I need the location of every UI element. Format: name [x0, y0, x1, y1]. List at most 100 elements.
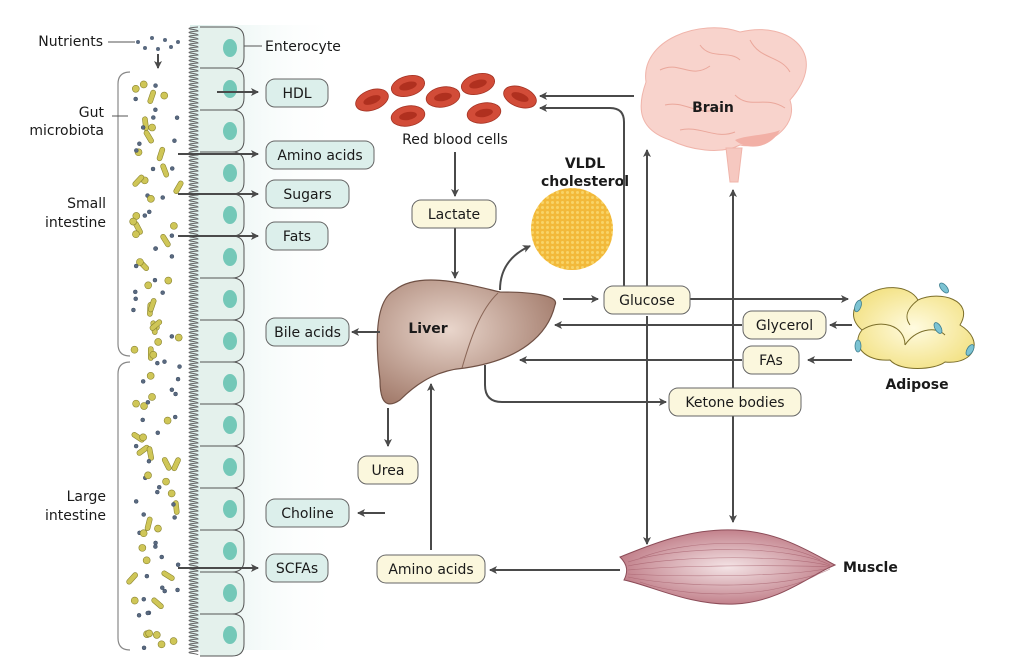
microbe-rod	[147, 89, 156, 104]
choline-box: Choline	[265, 498, 350, 528]
large-intestine-label-line1: Large	[67, 489, 106, 505]
microbe-coccus	[144, 471, 152, 480]
enterocyte-cell	[200, 109, 245, 153]
enterocyte-cell	[200, 445, 245, 489]
nucleus	[223, 290, 237, 308]
microbe-rod	[151, 597, 164, 610]
sugars-box: Sugars	[265, 179, 350, 209]
microbe-dot	[160, 290, 165, 295]
lactate-box-label: Lactate	[428, 207, 480, 223]
nutrients-label: Nutrients	[38, 34, 103, 50]
microbe-dot	[146, 458, 152, 464]
nucleus	[223, 542, 237, 560]
microbe-rod	[147, 298, 157, 313]
microbe-dot	[169, 387, 175, 393]
sugars-box-label: Sugars	[283, 187, 331, 203]
microbe-dot	[175, 562, 181, 567]
microbe-dot	[140, 125, 146, 130]
nucleus	[223, 332, 237, 350]
enterocyte-cell	[200, 361, 245, 405]
microbe-dot	[152, 277, 158, 283]
gut-label-line1: Gut	[79, 105, 105, 121]
enterocyte-cell	[200, 235, 245, 279]
ketone-bodies-box-label: Ketone bodies	[685, 395, 784, 411]
microbe-coccus	[139, 529, 148, 538]
urea-box-label: Urea	[372, 463, 405, 479]
small-intestine-label-line1: Small	[67, 196, 106, 212]
microbe-coccus	[164, 276, 173, 285]
microbe-dot	[133, 499, 139, 504]
fas-box: FAs	[742, 345, 800, 375]
enterocyte-cell	[200, 403, 245, 447]
microbe-coccus	[130, 345, 139, 354]
brain: Brain	[640, 27, 807, 183]
microbe-dot	[133, 443, 139, 449]
microbe-dot	[141, 512, 146, 517]
microbe-dot	[133, 96, 138, 102]
hdl-box: HDL	[265, 78, 329, 108]
gut-amino-acids-box: Amino acids	[265, 140, 375, 170]
adipose-label: Adipose	[885, 377, 948, 393]
microbe-dot	[169, 334, 175, 339]
nucleus	[223, 206, 237, 224]
gut-microbiota	[126, 80, 184, 651]
microbe-dot	[136, 613, 142, 618]
microbe-coccus	[138, 544, 147, 552]
microbe-dot	[145, 400, 151, 405]
microbe-dot	[153, 246, 158, 251]
microbe-dot	[140, 379, 146, 384]
microbe-coccus	[139, 433, 147, 442]
liver-label: Liver	[408, 321, 447, 337]
enterocyte-cell	[200, 487, 245, 531]
nucleus	[223, 80, 237, 98]
microbe-dot	[133, 296, 138, 302]
nucleus	[223, 500, 237, 518]
microbe-coccus	[152, 631, 161, 639]
microbe-coccus	[149, 351, 158, 359]
red-blood-cell	[466, 102, 502, 124]
red-blood-cell	[460, 72, 496, 96]
enterocyte-cell	[200, 571, 245, 615]
microbe-dot	[147, 209, 152, 215]
microbe-dot	[133, 289, 138, 295]
microbe-dot	[155, 489, 160, 495]
fas-box-label: FAs	[759, 353, 783, 369]
microbe-coccus	[146, 372, 155, 380]
muscle: Muscle	[619, 529, 898, 605]
microbe-dot	[153, 107, 158, 113]
microbe-dot	[172, 515, 177, 520]
enterocyte-cell	[200, 319, 245, 363]
microbe-dot	[156, 484, 162, 490]
microbe-rod	[173, 180, 184, 194]
microbe-dot	[173, 391, 178, 397]
amino-acids-box-label: Amino acids	[388, 562, 473, 578]
enterocyte-cell	[200, 151, 245, 195]
microvilli	[188, 26, 199, 656]
microbe-rod	[143, 130, 154, 144]
brain-label: Brain	[692, 100, 734, 116]
nucleus	[223, 122, 237, 140]
microbe-dot	[169, 233, 175, 238]
microbe-coccus	[142, 556, 151, 565]
microbe-rod	[160, 233, 171, 248]
absorption-arrows	[178, 88, 259, 572]
vldl-label-line1: VLDL	[565, 156, 605, 172]
nucleus	[223, 626, 237, 644]
microbe-coccus	[169, 637, 178, 645]
large-intestine-label-line2: intestine	[45, 508, 106, 524]
microbe-dot	[159, 554, 164, 560]
microbe-rod	[126, 572, 138, 585]
microbe-dot	[175, 587, 180, 593]
enterocyte-cell	[200, 26, 245, 70]
microbe-coccus	[140, 402, 148, 410]
red-blood-cell	[503, 85, 537, 109]
microbe-coccus	[154, 524, 162, 533]
microbe-coccus	[160, 91, 169, 100]
enterocyte-cell	[200, 613, 245, 657]
enterocyte-column	[200, 26, 245, 657]
nucleus	[223, 416, 237, 434]
microbe-coccus	[167, 489, 176, 498]
microbe-coccus	[162, 477, 170, 486]
microbe-dot	[172, 138, 177, 143]
